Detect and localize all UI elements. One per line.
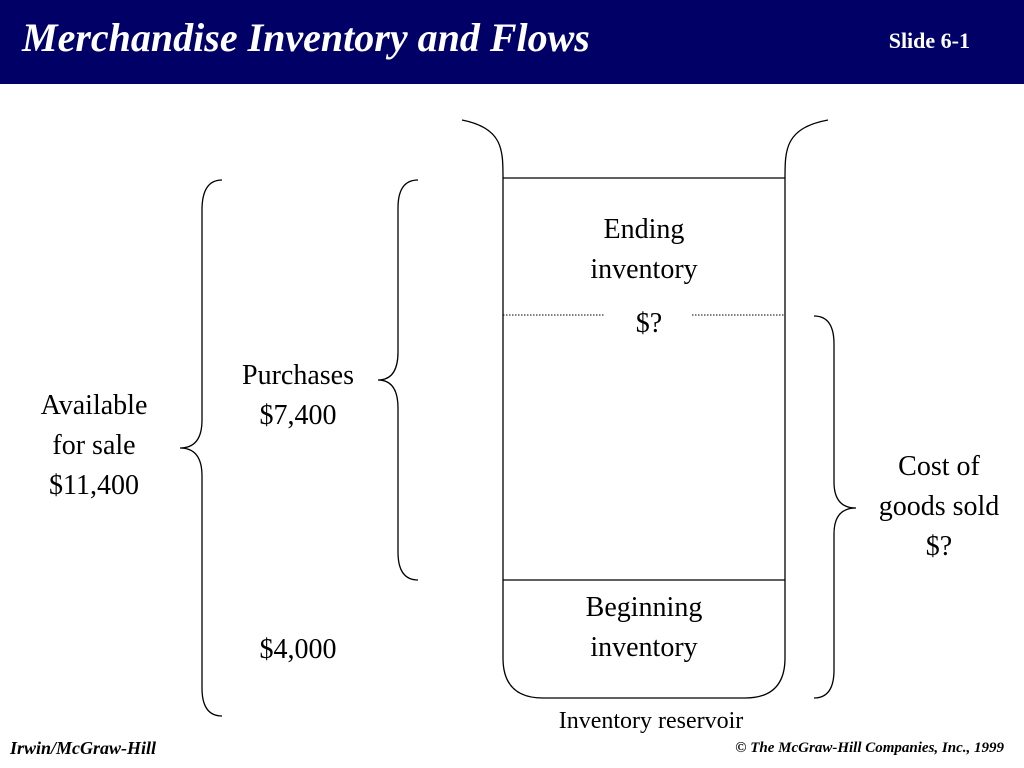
available-for-sale-label: Available for sale $11,400	[40, 390, 148, 501]
ending-inventory-value: $?	[635, 308, 663, 339]
reservoir-right-flare	[784, 119, 829, 179]
slide-header: Merchandise Inventory and Flows Slide 6-…	[0, 0, 1024, 84]
available-for-sale-brace	[179, 179, 223, 717]
cost-of-goods-sold-brace	[813, 315, 857, 699]
reservoir-outline	[502, 178, 786, 699]
reservoir-left-flare	[461, 119, 504, 179]
publisher-footer: Irwin/McGraw-Hill	[10, 738, 157, 758]
slide-number: Slide 6-1	[888, 28, 970, 53]
purchases-brace	[377, 179, 419, 581]
copyright-footer: © The McGraw-Hill Companies, Inc., 1999	[735, 740, 1004, 756]
cost-of-goods-sold-label: Cost of goods sold $?	[878, 451, 1000, 562]
slide-title: Merchandise Inventory and Flows	[22, 15, 590, 60]
beginning-inventory-value: $4,000	[259, 634, 337, 665]
purchases-label: Purchases $7,400	[242, 360, 354, 431]
beginning-inventory-label: Beginning inventory	[585, 592, 703, 663]
reservoir-caption: Inventory reservoir	[558, 708, 744, 734]
ending-inventory-label: Ending inventory	[590, 214, 698, 285]
